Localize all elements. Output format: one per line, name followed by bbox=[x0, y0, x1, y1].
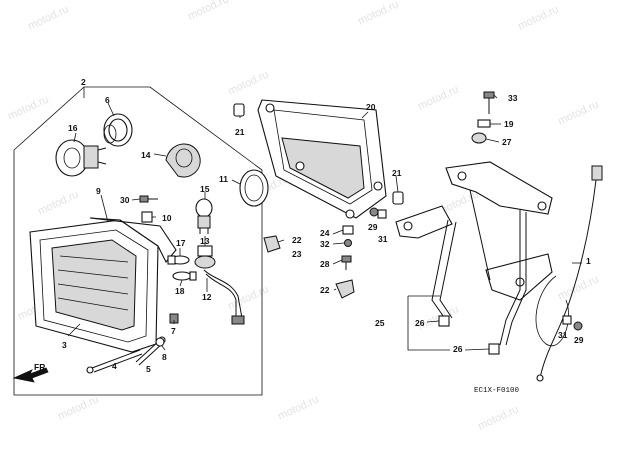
collar bbox=[488, 343, 500, 355]
callout-22: 22 bbox=[292, 235, 302, 245]
collar bbox=[342, 225, 354, 235]
callout-bracket bbox=[407, 296, 450, 351]
watermark: motod.ru bbox=[416, 83, 460, 112]
callout-29: 29 bbox=[574, 335, 584, 345]
callout-15: 15 bbox=[200, 184, 210, 194]
callout-27: 27 bbox=[502, 137, 512, 147]
adjusting-screw bbox=[86, 349, 143, 374]
callout-21: 21 bbox=[392, 168, 402, 178]
watermark: motod.ru bbox=[356, 0, 400, 28]
callout-labels: 1 2 3 4 5 6 7 8 9 10 11 12 13 14 15 16 1… bbox=[62, 77, 591, 374]
watermark: motod.ru bbox=[276, 393, 320, 422]
drawing-code: EC1X-F0100 bbox=[474, 387, 520, 395]
callout-31: 31 bbox=[378, 234, 388, 244]
callout-7: 7 bbox=[171, 326, 176, 336]
nut bbox=[344, 239, 352, 247]
leader-lines bbox=[67, 94, 582, 351]
watermark: motod.ru bbox=[6, 93, 50, 122]
callout-22: 22 bbox=[320, 285, 330, 295]
washer bbox=[377, 209, 387, 219]
callout-16: 16 bbox=[68, 123, 78, 133]
callout-4: 4 bbox=[112, 361, 117, 371]
callout-28: 28 bbox=[320, 259, 330, 269]
bolt-head bbox=[573, 321, 583, 331]
watermark-layer: motod.ru motod.ru motod.ru motod.ru moto… bbox=[6, 0, 600, 433]
halogen-bulb bbox=[55, 139, 107, 177]
callout-20: 20 bbox=[366, 102, 376, 112]
watermark: motod.ru bbox=[226, 283, 270, 312]
headlight-case bbox=[257, 99, 387, 219]
washer bbox=[155, 337, 165, 347]
callout-6: 6 bbox=[105, 95, 110, 105]
bulb-socket bbox=[194, 245, 216, 269]
watermark: motod.ru bbox=[186, 0, 230, 23]
callout-33: 33 bbox=[508, 93, 518, 103]
assembly-outline bbox=[13, 86, 263, 396]
callout-13: 13 bbox=[200, 236, 210, 246]
callout-18: 18 bbox=[175, 286, 185, 296]
nut bbox=[562, 315, 572, 325]
watermark: motod.ru bbox=[556, 98, 600, 127]
callout-26: 26 bbox=[415, 318, 425, 328]
watermark: motod.ru bbox=[36, 188, 80, 217]
callout-10: 10 bbox=[162, 213, 172, 223]
callout-12: 12 bbox=[202, 292, 212, 302]
direction-label: FR. bbox=[34, 362, 48, 372]
callout-5: 5 bbox=[146, 364, 151, 374]
watermark: motod.ru bbox=[26, 3, 70, 32]
callout-31: 31 bbox=[558, 330, 568, 340]
bulb-socket-ring bbox=[103, 113, 133, 147]
collar bbox=[438, 315, 450, 327]
callout-14: 14 bbox=[141, 150, 151, 160]
callout-26: 26 bbox=[453, 344, 463, 354]
wire-harness bbox=[203, 269, 245, 325]
callout-3: 3 bbox=[62, 340, 67, 350]
rubber-grommet bbox=[392, 191, 404, 205]
callout-29: 29 bbox=[368, 222, 378, 232]
callout-9: 9 bbox=[96, 186, 101, 196]
callout-2: 2 bbox=[81, 77, 86, 87]
front-direction-arrow: FR. bbox=[12, 362, 49, 383]
bolt bbox=[139, 195, 158, 203]
headlight-unit bbox=[29, 217, 177, 353]
watermark: motod.ru bbox=[226, 68, 270, 97]
bolt bbox=[483, 91, 495, 114]
grommet bbox=[471, 132, 487, 144]
washer bbox=[477, 119, 491, 128]
dust-cover bbox=[165, 143, 201, 178]
wire-clip bbox=[335, 279, 355, 299]
rubber-grommet bbox=[233, 103, 245, 117]
position-bulb bbox=[195, 198, 213, 234]
callout-11: 11 bbox=[219, 174, 228, 184]
headlight-stay bbox=[395, 161, 553, 346]
wire-clip bbox=[263, 235, 281, 253]
callout-8: 8 bbox=[162, 352, 167, 362]
callout-17: 17 bbox=[176, 238, 186, 248]
callout-25: 25 bbox=[375, 318, 385, 328]
callout-24: 24 bbox=[320, 228, 330, 238]
grommet bbox=[141, 211, 153, 223]
gasket-ring bbox=[239, 169, 269, 207]
watermark: motod.ru bbox=[56, 393, 100, 422]
watermark: motod.ru bbox=[476, 403, 520, 432]
small-bulb bbox=[167, 255, 190, 265]
bolt-head bbox=[369, 207, 379, 217]
small-bulb bbox=[172, 271, 197, 281]
bolt bbox=[341, 255, 352, 270]
callout-1: 1 bbox=[586, 256, 591, 266]
watermark: motod.ru bbox=[516, 3, 560, 32]
callout-21: 21 bbox=[235, 127, 245, 137]
callout-19: 19 bbox=[504, 119, 514, 129]
callout-32: 32 bbox=[320, 239, 330, 249]
callout-30: 30 bbox=[120, 195, 130, 205]
callout-23: 23 bbox=[292, 249, 302, 259]
watermark: motod.ru bbox=[556, 273, 600, 302]
